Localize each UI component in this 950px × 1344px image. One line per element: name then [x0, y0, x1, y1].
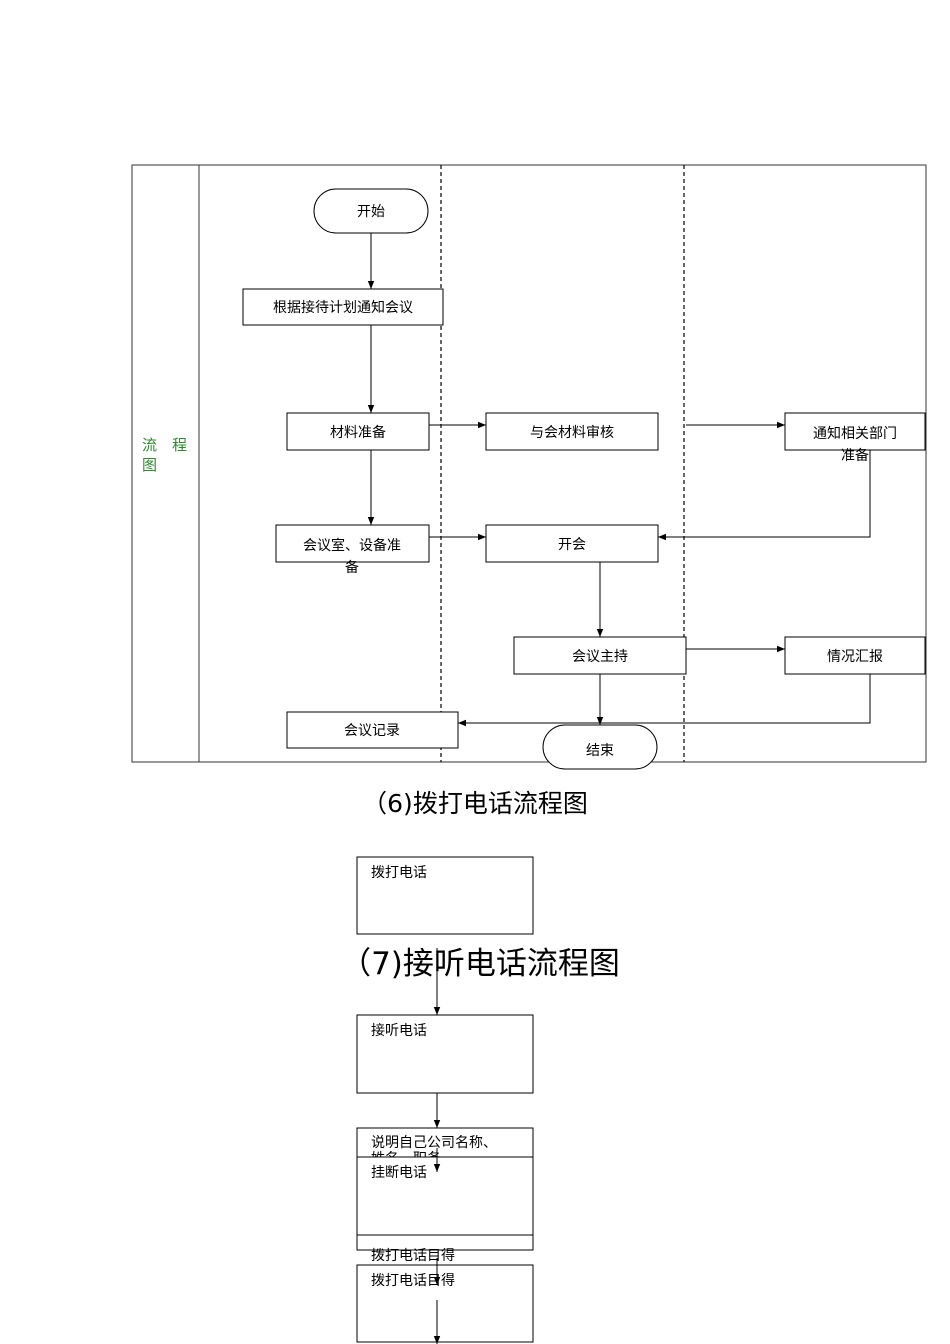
node-host-meeting[interactable]: 会议主持 — [513, 636, 687, 675]
node-hang-up-label: 挂断电话 — [371, 1165, 427, 1181]
node-minutes-label: 会议记录 — [344, 723, 400, 739]
node-dial-purpose-b-label: 拨打电话目得 — [371, 1272, 455, 1289]
flow1-connectors — [367, 233, 871, 727]
node-introduce-label-1: 说明自己公司名称、 — [371, 1135, 497, 1151]
node-dial-purpose-a[interactable]: 拨打电话目得 — [356, 1234, 534, 1264]
flow-label-line1: 流 程 — [142, 436, 187, 454]
node-materials-prep[interactable]: 材料准备 — [286, 412, 430, 451]
node-dial[interactable]: 拨打电话 — [356, 856, 534, 935]
node-host-meeting-label: 会议主持 — [572, 649, 628, 665]
heading-call-out-flowchart: （6)拨打电话流程图 — [362, 789, 588, 818]
node-dial-purpose-a-label: 拨打电话目得 — [371, 1247, 455, 1264]
node-answer-label: 接听电话 — [371, 1022, 427, 1039]
node-materials-review-label: 与会材料审核 — [530, 425, 614, 441]
node-dial-purpose-b[interactable]: 拨打电话目得 — [356, 1264, 534, 1343]
node-notify-depts[interactable]: 通知相关部门 准备 — [784, 412, 926, 464]
node-report[interactable]: 情况汇报 — [784, 636, 926, 675]
lane-frame-border — [131, 164, 927, 763]
node-open-meeting[interactable]: 开会 — [485, 524, 659, 563]
node-notify-meeting-label: 根据接待计划通知会议 — [273, 299, 413, 316]
node-start-label: 开始 — [357, 204, 385, 220]
node-room-prep-label-2: 备 — [345, 559, 359, 576]
node-open-meeting-label: 开会 — [558, 537, 586, 553]
node-room-prep[interactable]: 会议室、设备准 备 — [275, 524, 430, 576]
node-notify-depts-label-1: 通知相关部门 — [813, 425, 897, 442]
node-room-prep-label-1: 会议室、设备准 — [303, 537, 401, 554]
node-answer[interactable]: 接听电话 — [356, 1014, 534, 1094]
node-end[interactable]: 结束 — [542, 724, 658, 770]
node-materials-review[interactable]: 与会材料审核 — [485, 412, 659, 451]
node-hang-up[interactable]: 挂断电话 — [356, 1156, 534, 1236]
flow-label-line2: 图 — [142, 456, 157, 474]
node-notify-meeting[interactable]: 根据接待计划通知会议 — [242, 288, 444, 326]
node-report-label: 情况汇报 — [827, 649, 883, 665]
node-notify-depts-label-2: 准备 — [841, 447, 869, 464]
node-end-label: 结束 — [586, 743, 614, 759]
arrow-report-to-minutes — [458, 674, 871, 727]
node-dial-label: 拨打电话 — [371, 864, 427, 881]
heading-answer-call-flowchart: （7)接听电话流程图 — [340, 946, 620, 982]
arrow-depts-to-open — [658, 450, 871, 541]
node-start[interactable]: 开始 — [313, 188, 429, 234]
node-minutes[interactable]: 会议记录 — [286, 711, 459, 749]
node-materials-prep-label: 材料准备 — [330, 424, 386, 441]
